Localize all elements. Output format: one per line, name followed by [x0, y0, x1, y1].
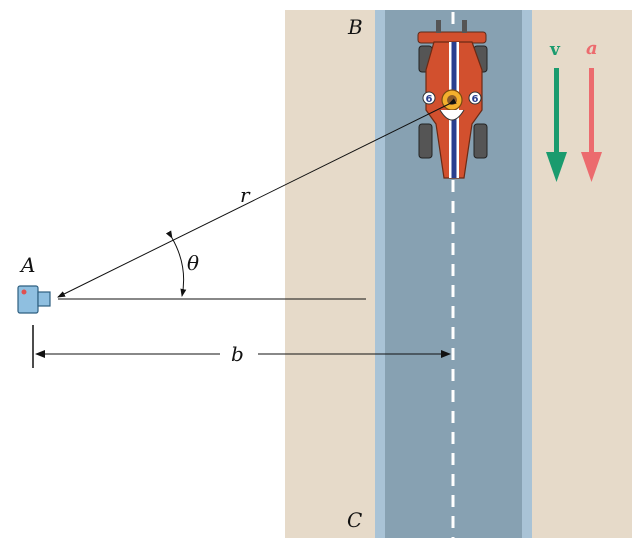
label-distance-r: r [240, 183, 251, 207]
car-number-right: 6 [472, 94, 479, 105]
car-rear-wing [417, 31, 487, 44]
label-point-c: C [347, 508, 362, 532]
label-acceleration: a [586, 38, 598, 59]
angle-theta-arc [165, 230, 187, 297]
camera-icon [17, 285, 51, 314]
velocity-arrow [546, 68, 567, 182]
label-velocity: v [549, 40, 561, 60]
car-wheel-front-right [473, 123, 488, 159]
acceleration-arrow [581, 68, 602, 182]
label-point-b: B [347, 15, 363, 39]
car-wheel-front-left [418, 123, 433, 159]
distance-r-line [57, 98, 457, 298]
road-shoulder-right [522, 10, 532, 538]
car-number-left: 6 [426, 94, 433, 105]
ground-left [285, 10, 375, 538]
ground-right [532, 10, 632, 538]
label-angle-theta: θ [187, 251, 199, 275]
label-point-a: A [19, 253, 35, 277]
label-distance-b: b [231, 342, 244, 366]
road-shoulder-left [375, 10, 385, 538]
